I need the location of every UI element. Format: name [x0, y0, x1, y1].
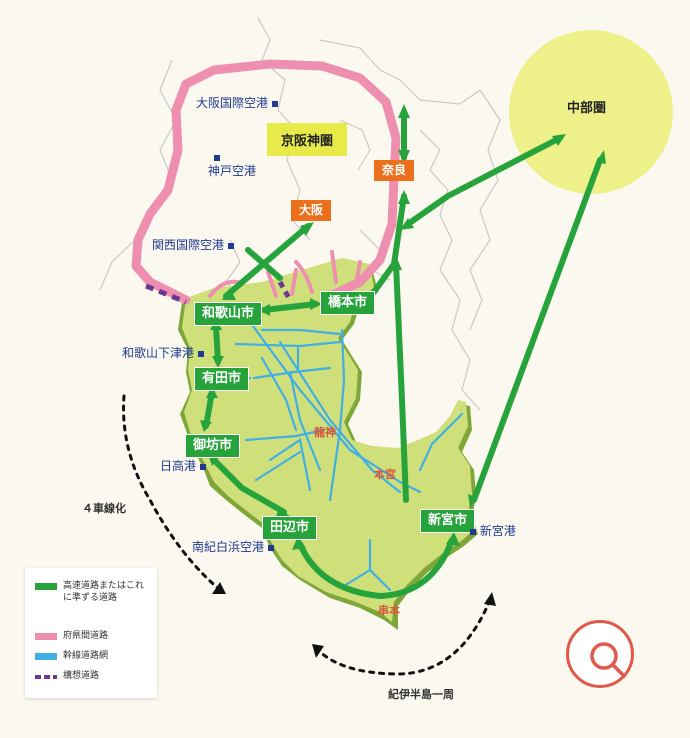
place-kushimoto: 串本 — [378, 604, 400, 617]
city-shingu[interactable]: 新宮市 — [420, 509, 476, 533]
port-kobe-airport-label: 神戸空港 — [208, 164, 257, 178]
place-ryujin: 龍神 — [314, 426, 336, 439]
port-marker-icon — [267, 544, 274, 551]
legend-expressway-swatch — [35, 583, 57, 590]
planned-road-2 — [277, 280, 293, 302]
city-tanabe[interactable]: 田辺市 — [262, 516, 318, 540]
port-shingu-label: 新宮港 — [479, 524, 516, 538]
legend-trunk-swatch — [35, 653, 57, 660]
port-hidaka[interactable]: 日高港 — [160, 459, 206, 473]
port-kobe-airport[interactable]: 神戸空港 — [208, 150, 256, 178]
expressway-arrowheads — [200, 104, 606, 550]
chubu-region-circle — [509, 30, 673, 194]
four-lane-arrowhead — [212, 582, 226, 594]
city-wakayama[interactable]: 和歌山市 — [194, 302, 263, 326]
legend-interpref-label: 府県間道路 — [63, 631, 109, 641]
city-arida[interactable]: 有田市 — [194, 367, 250, 391]
legend-expressway: 高速道路またはこれに準ずる道路 — [35, 580, 149, 604]
legend-expressway-label: 高速道路またはこれに準ずる道路 — [63, 581, 145, 603]
port-wakayama-shimotsu[interactable]: 和歌山下津港 — [122, 346, 204, 360]
port-hidaka-label: 日高港 — [160, 459, 197, 473]
port-marker-icon — [197, 350, 204, 357]
note-peninsula-loop: 紀伊半島一周 — [388, 688, 454, 701]
legend-trunk: 幹線道路網 — [35, 650, 149, 662]
legend-interpref: 府県間道路 — [35, 630, 149, 642]
planned-road — [145, 283, 187, 305]
port-nanki-shirahama[interactable]: 南紀白浜空港 — [192, 540, 274, 554]
interpref-road-loop — [131, 59, 401, 305]
legend-trunk-label: 幹線道路網 — [63, 651, 109, 661]
legend-planned: 構想道路 — [35, 670, 149, 682]
port-kansai-airport-label: 関西国際空港 — [152, 238, 225, 252]
trunk-road-network — [230, 320, 464, 592]
city-gobo[interactable]: 御坊市 — [185, 434, 241, 458]
port-marker-icon — [214, 154, 220, 161]
legend-planned-swatch — [35, 675, 57, 679]
legend-planned-label: 構想道路 — [63, 671, 100, 681]
pref-nara[interactable]: 奈良 — [374, 160, 415, 181]
peninsula-loop-curve — [314, 598, 492, 676]
port-marker-icon — [271, 100, 278, 107]
wakayama-land — [182, 258, 474, 622]
port-marker-icon — [470, 528, 476, 535]
port-wakayama-shimotsu-label: 和歌山下津港 — [122, 346, 195, 360]
map-legend: 高速道路またはこれに準ずる道路 府県間道路 幹線道路網 構想道路 — [25, 568, 157, 698]
region-keihanshin[interactable]: 京阪神圏 — [267, 123, 348, 156]
four-lane-curve — [122, 394, 222, 592]
port-nanki-shirahama-label: 南紀白浜空港 — [192, 540, 265, 554]
search-button[interactable] — [566, 620, 634, 688]
legend-interpref-swatch — [35, 633, 57, 640]
port-osaka-airport-label: 大阪国際空港 — [196, 96, 269, 110]
interpref-arrows — [208, 250, 362, 298]
place-hongu: 本宮 — [374, 468, 396, 481]
note-four-lane: ４車線化 — [82, 502, 126, 515]
port-marker-icon — [227, 242, 234, 249]
port-kansai-airport[interactable]: 関西国際空港 — [152, 238, 234, 252]
peninsula-loop-arrowhead-left — [312, 644, 324, 658]
region-chubu[interactable]: 中部圏 — [567, 101, 607, 116]
city-hashimoto[interactable]: 橋本市 — [320, 291, 376, 315]
pref-osaka[interactable]: 大阪 — [291, 200, 332, 221]
peninsula-loop-arrowhead-right — [484, 592, 496, 606]
port-marker-icon — [199, 463, 206, 470]
port-shingu[interactable]: 新宮港 — [470, 524, 516, 538]
port-osaka-airport[interactable]: 大阪国際空港 — [196, 96, 278, 110]
